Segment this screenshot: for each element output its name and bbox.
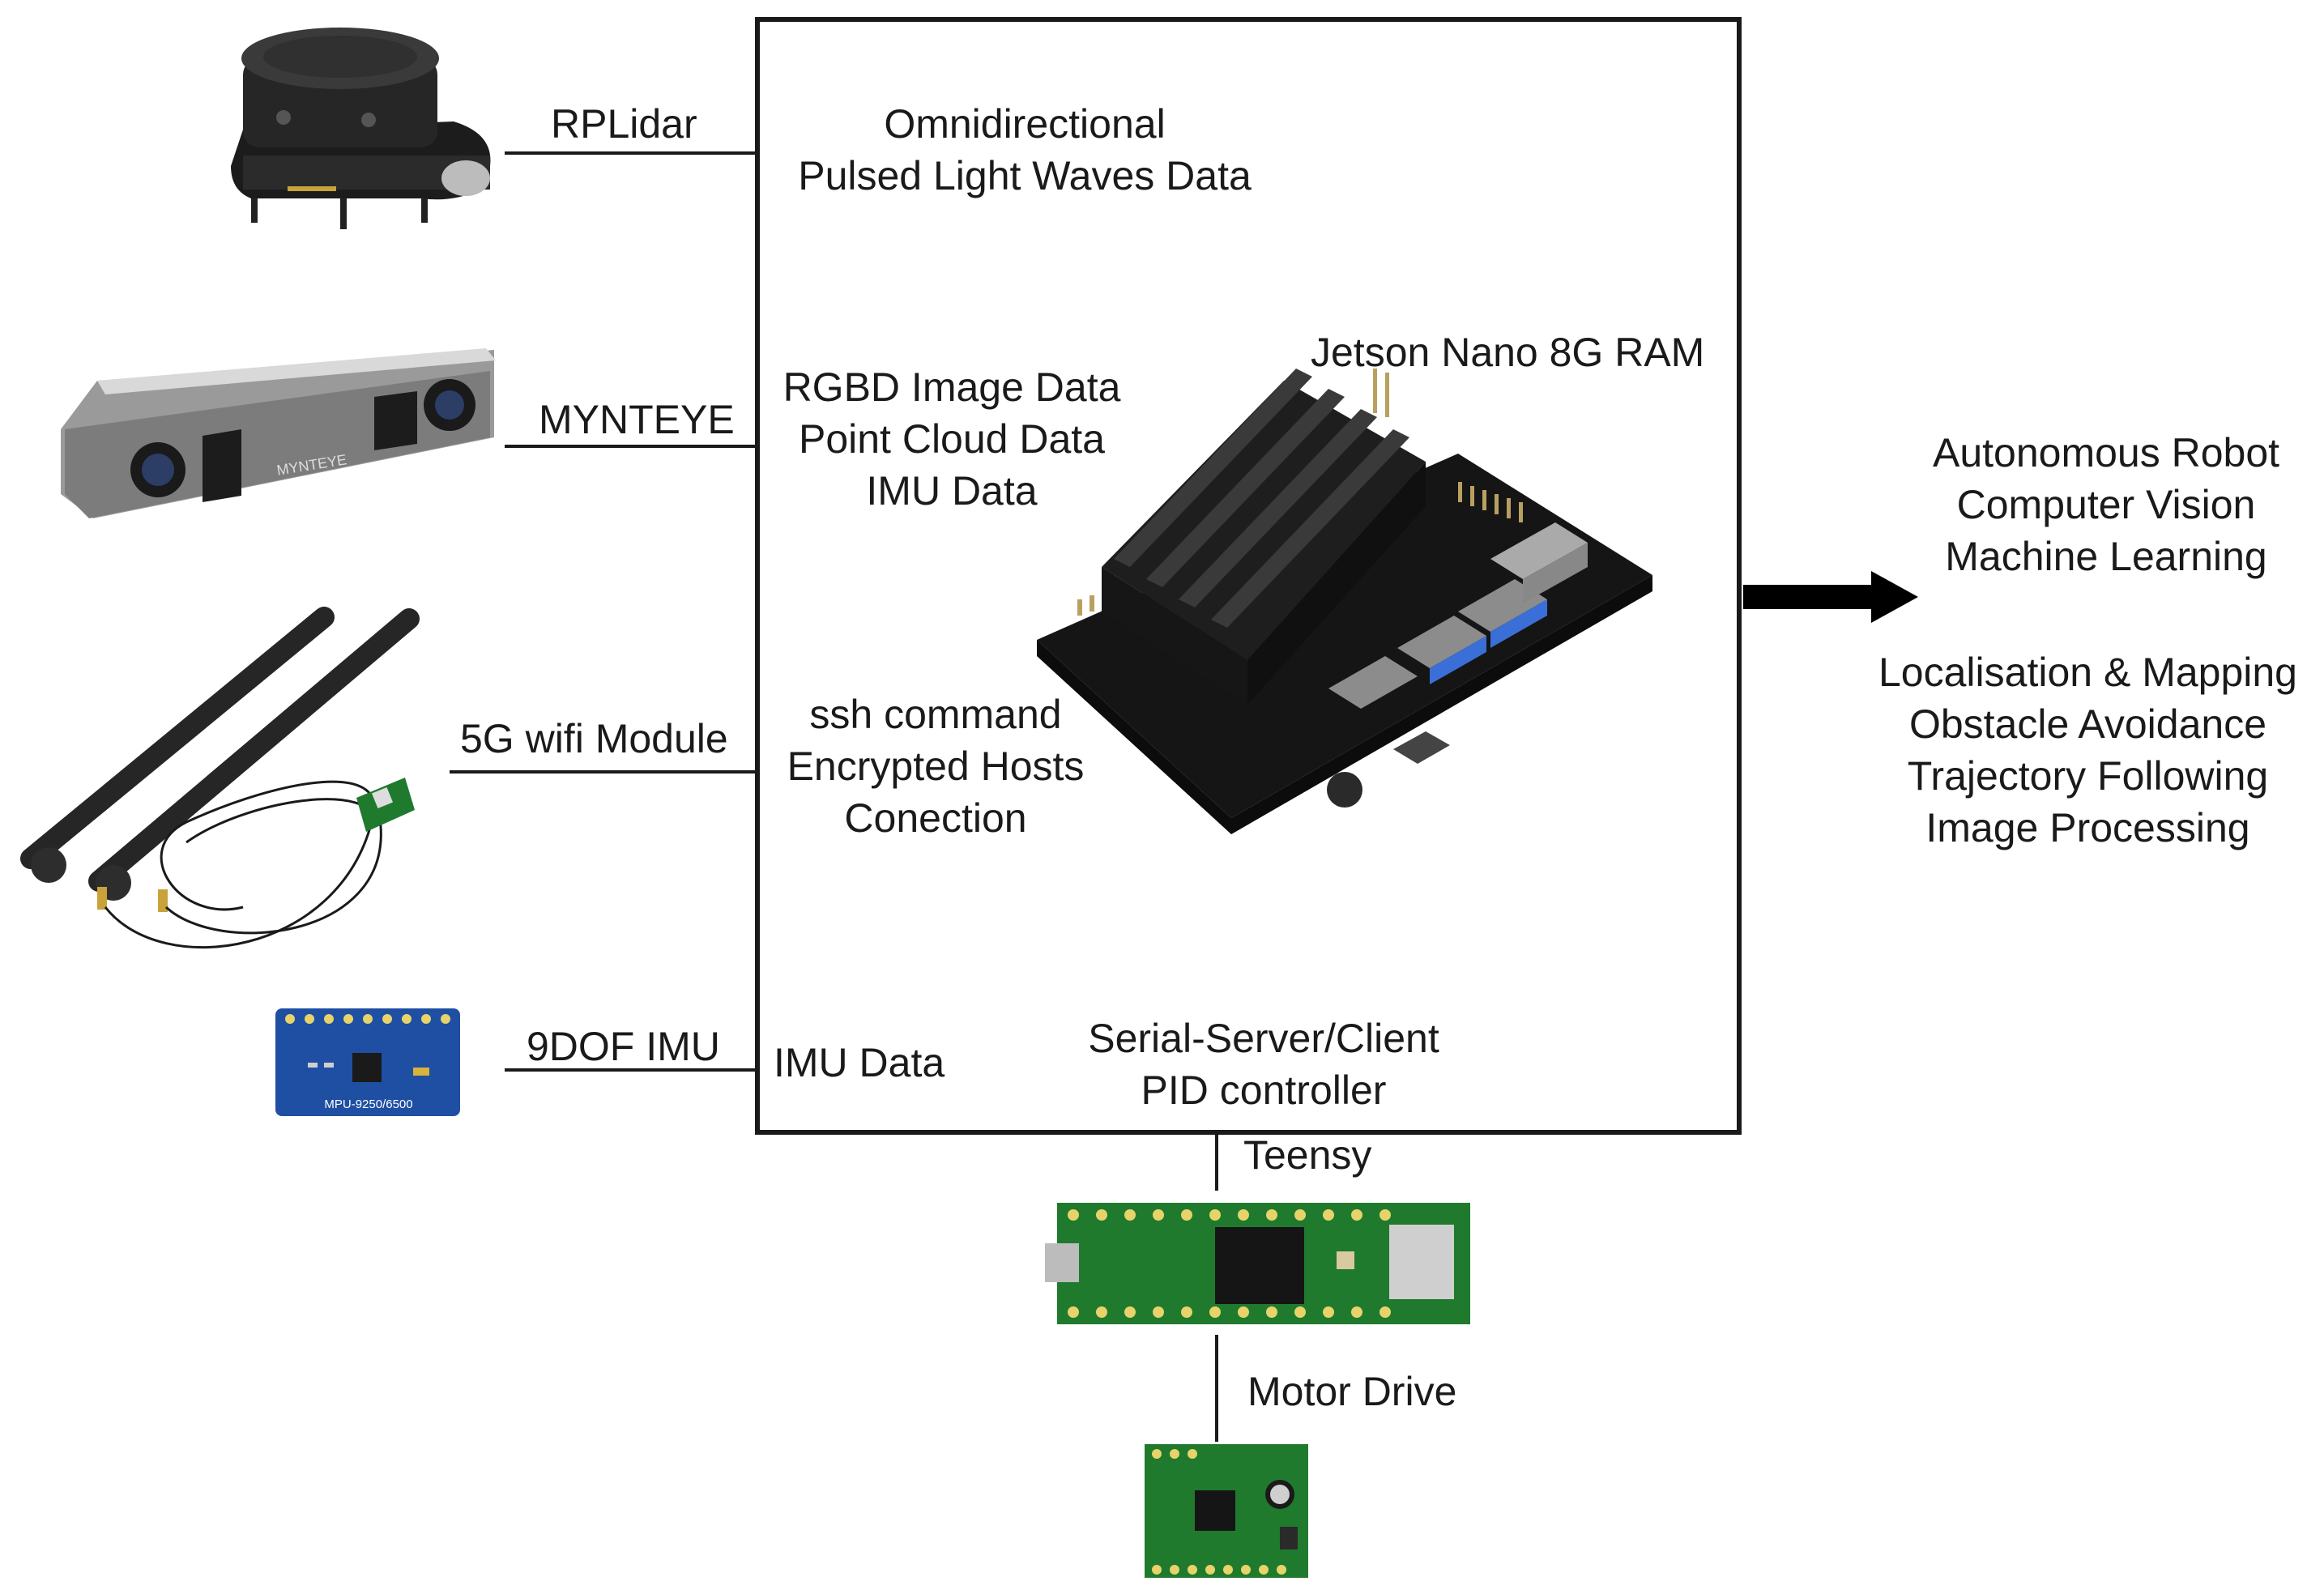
imu-chip-label: MPU-9250/6500 [324,1097,412,1111]
output-group-2: Localisation & Mapping Obstacle Avoidanc… [1855,646,2321,854]
lidar-sensor-icon [231,28,491,229]
heatsink [1102,369,1426,705]
serial-data-line-1: Serial-Server/Client [1088,1016,1439,1061]
teensy-board-icon [1045,1203,1470,1324]
jetson-box [755,17,1742,1135]
ssh-data-line-2: Encrypted Hosts [787,744,1085,789]
motor-drive-label: Motor Drive [1247,1369,1457,1414]
output-arrow [1743,571,1918,623]
camera-data-label: RGBD Image Data Point Cloud Data IMU Dat… [765,361,1138,517]
output-group-1: Autonomous Robot Computer Vision Machine… [1863,427,2324,582]
lidar-data-label: Omnidirectional Pulsed Light Waves Data [774,98,1276,202]
wifi-antenna-icon [20,607,420,949]
stereo-camera-icon: MYNTEYE [61,348,496,518]
output-line-3: Machine Learning [1945,534,2267,579]
lidar-data-line-1: Omnidirectional [884,101,1166,147]
output-line-7: Image Processing [1925,805,2250,850]
rplidar-label: RPLidar [551,101,697,147]
camera-data-line-1: RGBD Image Data [782,364,1121,410]
wifi-module-label: 5G wifi Module [460,716,728,761]
mynteye-label: MYNTEYE [539,397,735,442]
ssh-data-line-1: ssh command [809,692,1062,737]
output-line-4: Localisation & Mapping [1878,650,2297,695]
jetson-nano-board-icon [1037,369,1652,834]
ssh-data-line-3: Conection [844,795,1027,841]
output-line-5: Obstacle Avoidance [1908,701,2267,747]
output-line-1: Autonomous Robot [1932,430,2280,475]
imu-board-icon: MPU-9250/6500 [275,1008,460,1116]
serial-data-label: Serial-Server/Client PID controller [1053,1012,1474,1116]
motor-driver-board-icon [1145,1444,1308,1578]
teensy-label: Teensy [1243,1132,1372,1178]
imu-label: 9DOF IMU [527,1024,720,1069]
output-line-2: Computer Vision [1956,482,2256,527]
camera-data-line-3: IMU Data [866,468,1038,514]
ssh-data-label: ssh command Encrypted Hosts Conection [765,688,1106,844]
imu-data-label: IMU Data [774,1040,945,1085]
output-line-6: Trajectory Following [1907,753,2269,799]
jetson-label: Jetson Nano 8G RAM [1311,330,1705,375]
serial-data-line-2: PID controller [1141,1068,1387,1113]
lidar-data-line-2: Pulsed Light Waves Data [798,153,1252,198]
camera-data-line-2: Point Cloud Data [798,416,1105,462]
